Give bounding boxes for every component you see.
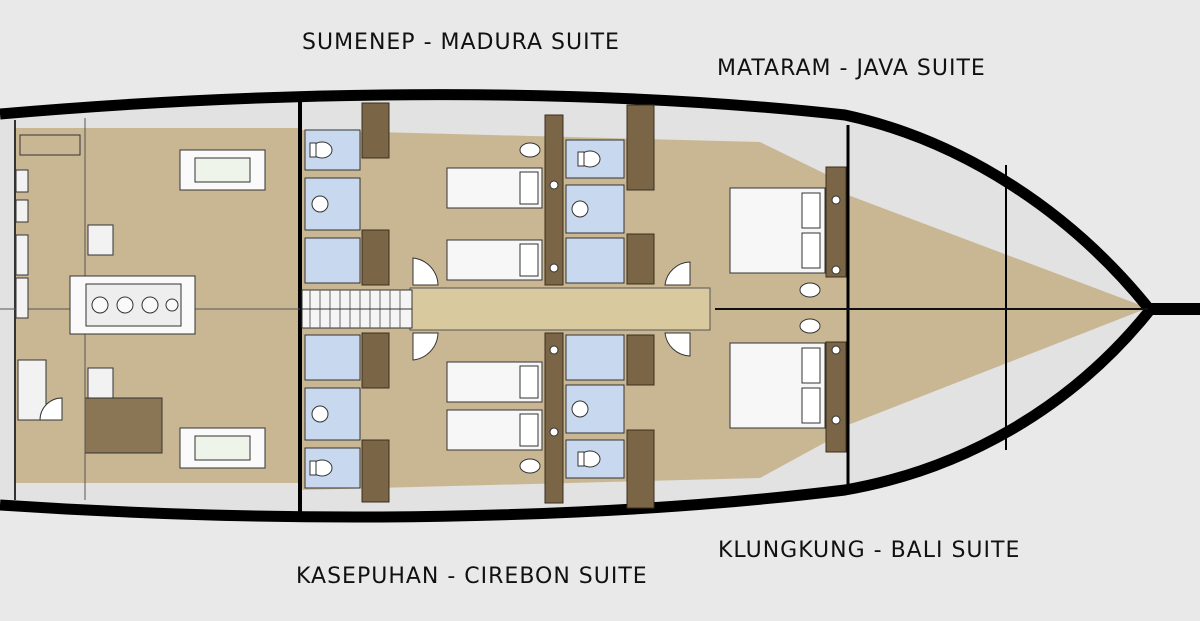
door bbox=[664, 261, 691, 286]
door bbox=[412, 257, 439, 286]
lamp-icon bbox=[549, 180, 841, 437]
pillow-icon bbox=[519, 171, 821, 447]
aft-cabinets bbox=[15, 134, 114, 421]
staircase bbox=[301, 289, 413, 329]
door bbox=[664, 332, 691, 357]
door bbox=[412, 332, 439, 361]
toilet-icon bbox=[309, 141, 821, 477]
suite-label-bali: KLUNGKUNG - BALI SUITE bbox=[718, 538, 1021, 563]
generator-icon bbox=[179, 149, 266, 469]
suite-label-cirebon: KASEPUHAN - CIREBON SUITE bbox=[296, 564, 648, 589]
suite-label-java: MATARAM - JAVA SUITE bbox=[717, 56, 986, 81]
bathrooms bbox=[304, 129, 625, 489]
engine-icon bbox=[69, 275, 196, 335]
corridor bbox=[409, 287, 711, 331]
bowsprit bbox=[1148, 303, 1200, 315]
sink-icon bbox=[311, 195, 589, 423]
wood-partitions bbox=[361, 102, 847, 509]
door bbox=[39, 397, 63, 421]
suite-label-madura: SUMENEP - MADURA SUITE bbox=[302, 30, 620, 55]
